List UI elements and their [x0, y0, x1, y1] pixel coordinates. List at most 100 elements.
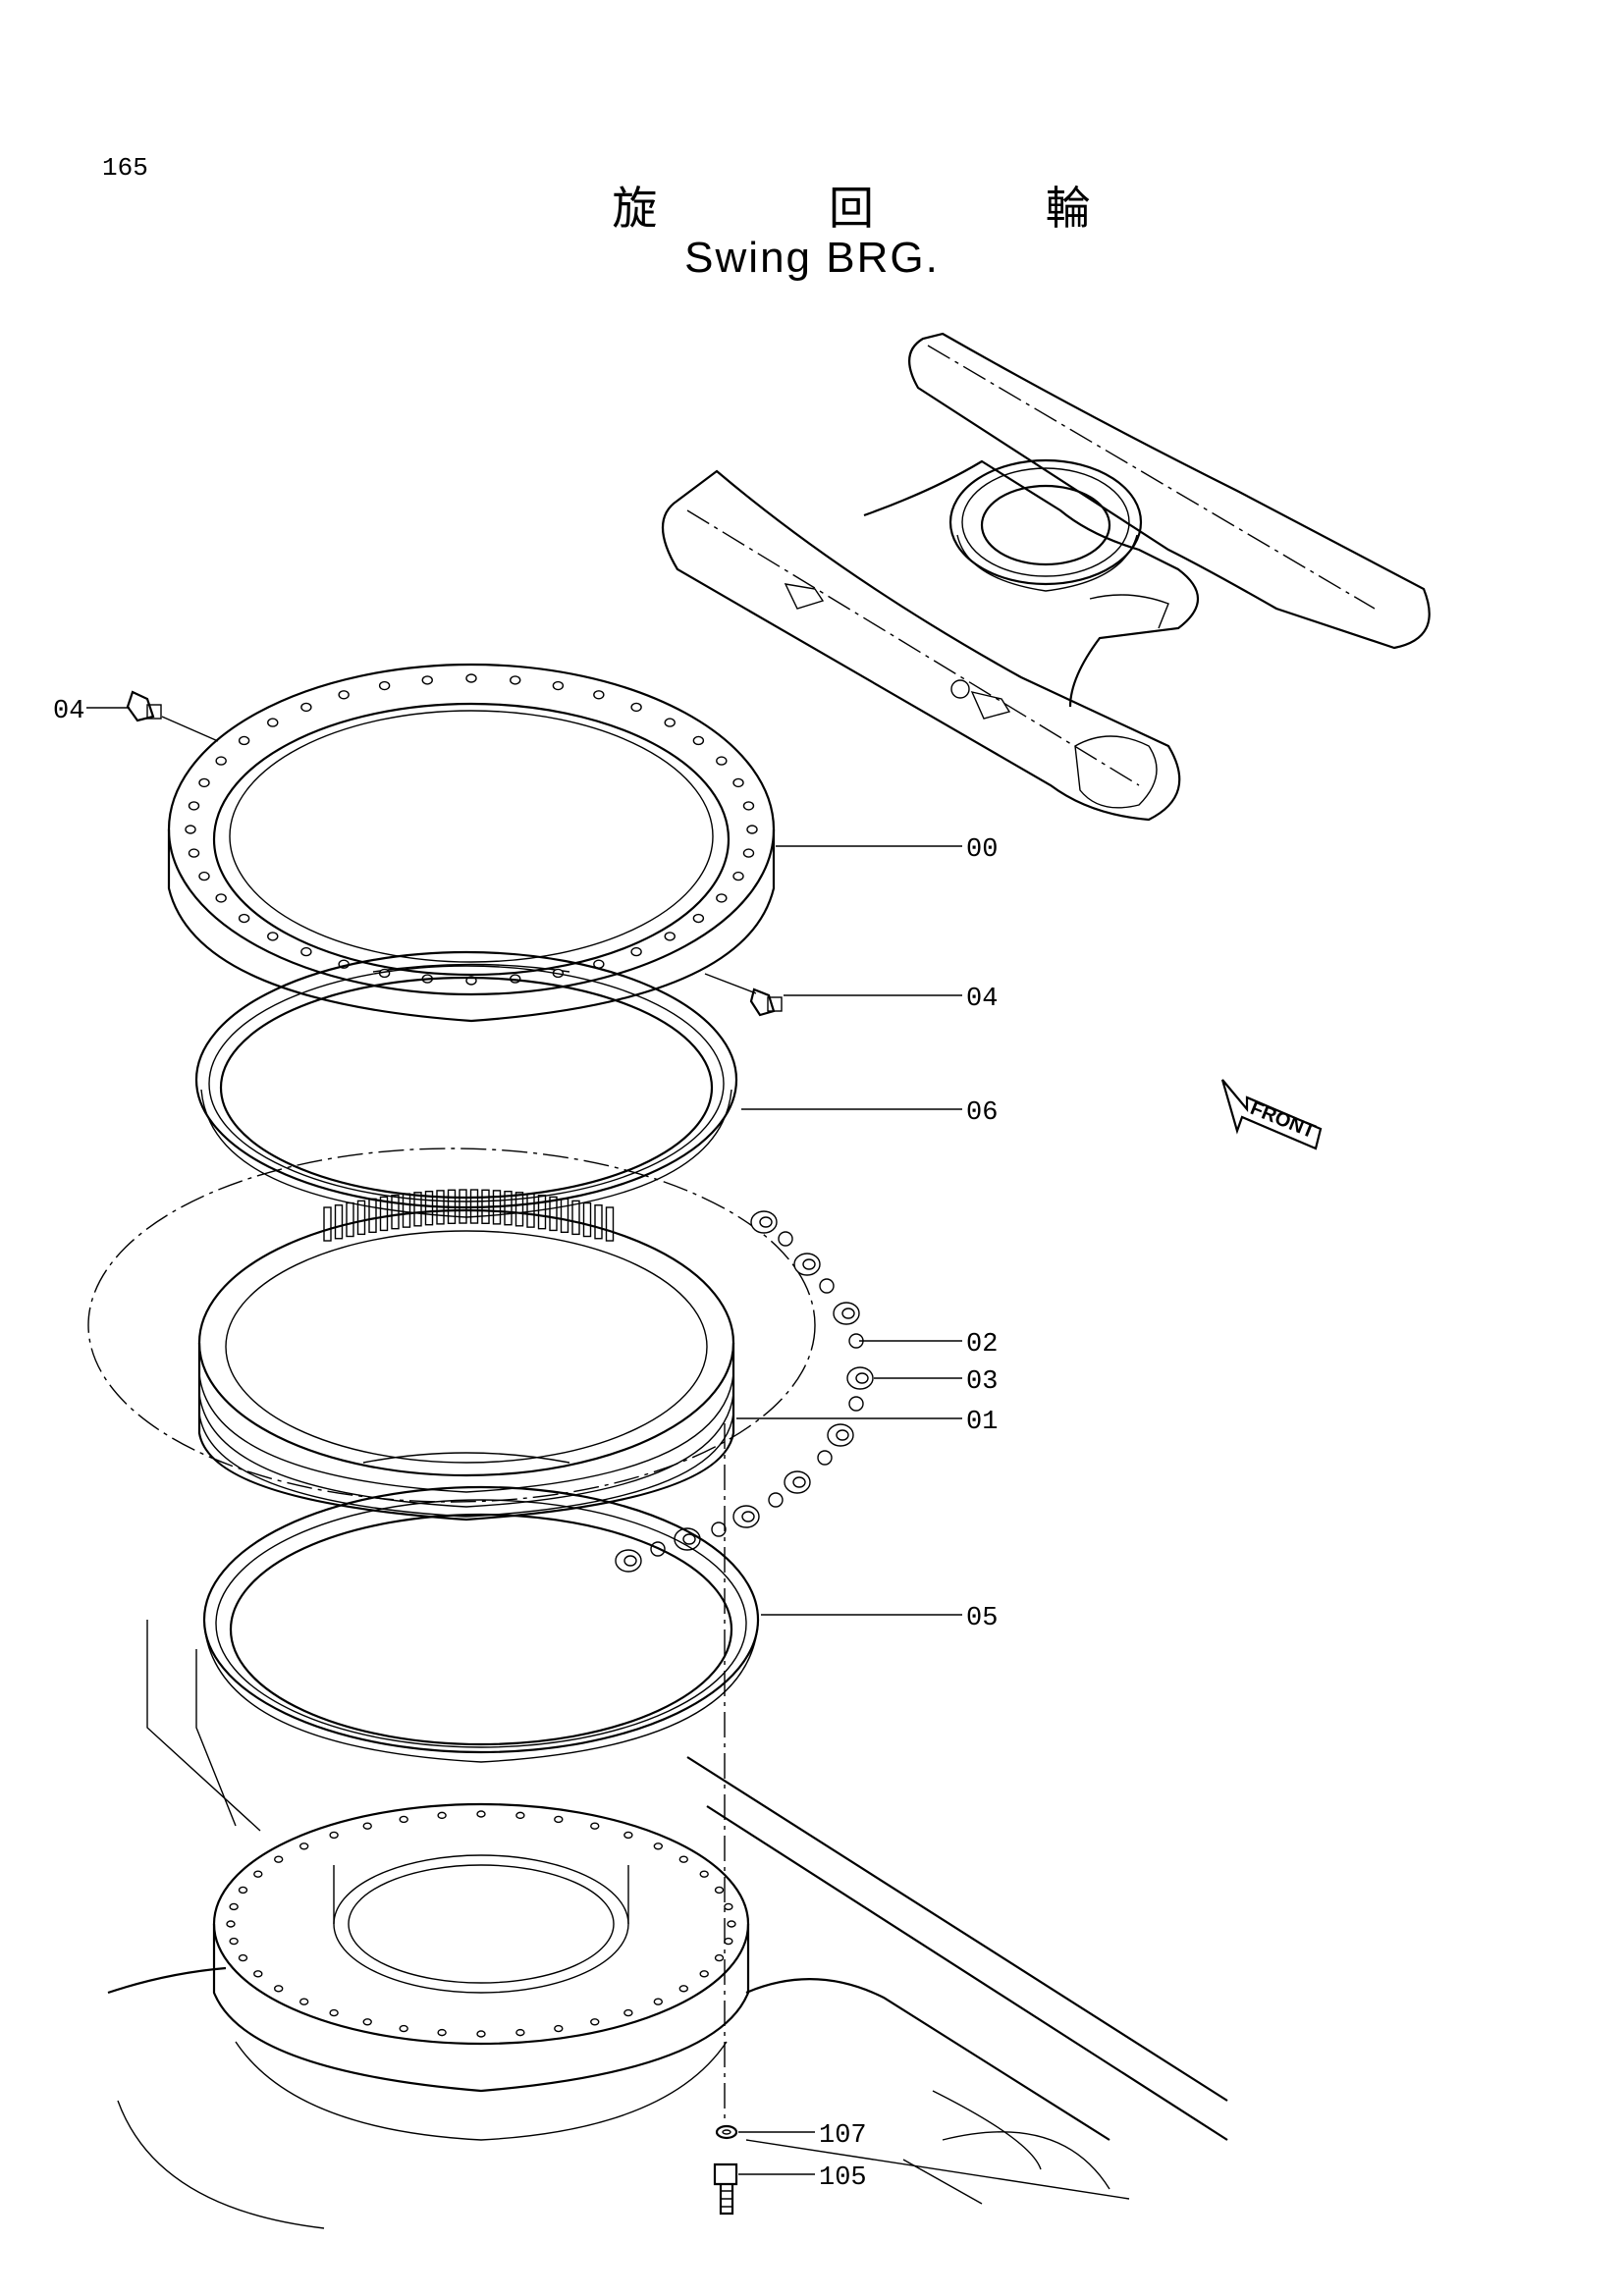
- roller-bore: [836, 1429, 849, 1441]
- bolt-hole: [229, 1902, 239, 1911]
- lower-seal: [195, 1485, 760, 1827]
- bolt-hole: [215, 756, 227, 766]
- gear-tooth: [356, 1200, 366, 1236]
- bolt-hole: [699, 1870, 709, 1878]
- bolt-hole: [378, 680, 391, 691]
- bolt-hole: [229, 1937, 239, 1946]
- ball-callout: 02: [966, 1330, 998, 1360]
- gear-tooth: [594, 1204, 603, 1240]
- gear-tooth: [334, 1204, 344, 1240]
- bolt-hole: [198, 871, 210, 881]
- lower-seal-callout: 05: [966, 1604, 998, 1633]
- roller: [793, 1253, 821, 1276]
- roller: [615, 1549, 642, 1573]
- gear-tooth: [571, 1200, 580, 1236]
- bolt-hole: [188, 848, 200, 858]
- upper-seal-callout: 06: [966, 1098, 998, 1128]
- bolt-hole: [399, 1815, 408, 1824]
- internal-gear-teeth: [323, 1189, 615, 1242]
- roller-bore: [623, 1555, 637, 1567]
- bolt-hole: [724, 1902, 733, 1911]
- callout-labels: 04 00 04 06 02 03 01 05 107 105: [53, 697, 998, 2193]
- bolt-hole: [630, 946, 642, 957]
- gear-tooth: [379, 1196, 389, 1232]
- bolt-hole: [437, 1811, 447, 1820]
- bolt-hole: [198, 777, 210, 788]
- bolt-hole: [515, 1811, 525, 1820]
- gear-tooth: [402, 1193, 411, 1228]
- grease-fitting-top-callout: 04: [53, 697, 84, 726]
- washer: [715, 2124, 738, 2140]
- base-bolt-holes: [226, 1810, 736, 2038]
- grease-fitting-top: [126, 690, 162, 722]
- bolt-callout: 105: [819, 2163, 867, 2193]
- gear-tooth: [537, 1194, 547, 1230]
- bolt-hole: [465, 673, 477, 683]
- bolt-hole: [623, 1831, 633, 1840]
- bolt-hole: [300, 702, 312, 713]
- gear-tooth: [526, 1193, 535, 1228]
- bolt-hole: [238, 913, 250, 924]
- roller: [827, 1423, 854, 1447]
- bolt-hole: [185, 825, 196, 834]
- bolt-hole: [714, 1953, 725, 1962]
- outer-ring: [167, 663, 776, 1023]
- bolt-hole: [329, 2008, 339, 2017]
- roller-bore: [792, 1476, 806, 1488]
- mounting-base: [107, 1620, 1228, 2229]
- bolt-hole: [716, 756, 728, 766]
- ball: [819, 1278, 835, 1294]
- ball: [848, 1396, 864, 1412]
- roller: [784, 1470, 811, 1494]
- roller: [750, 1210, 778, 1234]
- title-english: Swing BRG.: [684, 234, 940, 282]
- bolt-hole: [215, 893, 227, 903]
- bolt-hole: [188, 801, 200, 811]
- bolt-hole: [338, 690, 350, 700]
- gear-tooth: [391, 1194, 400, 1230]
- bolt-hole: [362, 1822, 372, 1830]
- bolt-hole: [727, 1920, 736, 1928]
- gear-tooth: [323, 1206, 332, 1242]
- bolt-hole: [362, 2018, 372, 2026]
- bolt-hole: [554, 1815, 564, 1824]
- bolt-hole: [510, 675, 521, 685]
- bolt-hole: [238, 1953, 248, 1962]
- bolt-hole: [664, 718, 676, 727]
- ball: [768, 1492, 784, 1508]
- bolt-hole: [437, 2028, 447, 2037]
- leader-lines: [86, 707, 962, 2175]
- bolt-hole: [593, 690, 605, 700]
- gear-tooth: [492, 1190, 502, 1225]
- bolt: [713, 2163, 738, 2216]
- roller-bore: [682, 1533, 696, 1545]
- bolt-hole: [515, 2028, 525, 2037]
- gear-tooth: [469, 1189, 479, 1224]
- page-number: 165: [102, 153, 148, 183]
- front-direction-arrow: FRONT: [1220, 1079, 1323, 1150]
- ball: [711, 1522, 727, 1537]
- grease-fitting-side: [749, 988, 783, 1017]
- bolt-hole: [274, 1985, 284, 1993]
- outer-ring-callout: 00: [966, 835, 998, 865]
- gear-tooth: [560, 1198, 569, 1234]
- gear-tooth: [424, 1191, 434, 1226]
- bolt-hole: [664, 932, 676, 941]
- ball: [817, 1450, 833, 1466]
- bolt-hole: [692, 735, 705, 746]
- gear-tooth: [504, 1191, 513, 1226]
- grease-fitting-side-callout: 04: [966, 985, 998, 1014]
- bolt-hole: [623, 2008, 633, 2017]
- gear-tooth: [436, 1190, 445, 1225]
- bolt-hole: [476, 2030, 486, 2038]
- bolt-hole: [653, 1998, 664, 2005]
- bolt-hole: [238, 1886, 248, 1895]
- bolt-hole: [421, 675, 433, 685]
- bolt-hole: [253, 1970, 263, 1978]
- washer-callout: 107: [819, 2121, 867, 2151]
- roller: [846, 1366, 874, 1390]
- gear-tooth: [605, 1206, 615, 1242]
- bolt-hole: [630, 702, 642, 713]
- bolt-hole: [554, 2024, 564, 2033]
- bolt-hole: [699, 1970, 709, 1978]
